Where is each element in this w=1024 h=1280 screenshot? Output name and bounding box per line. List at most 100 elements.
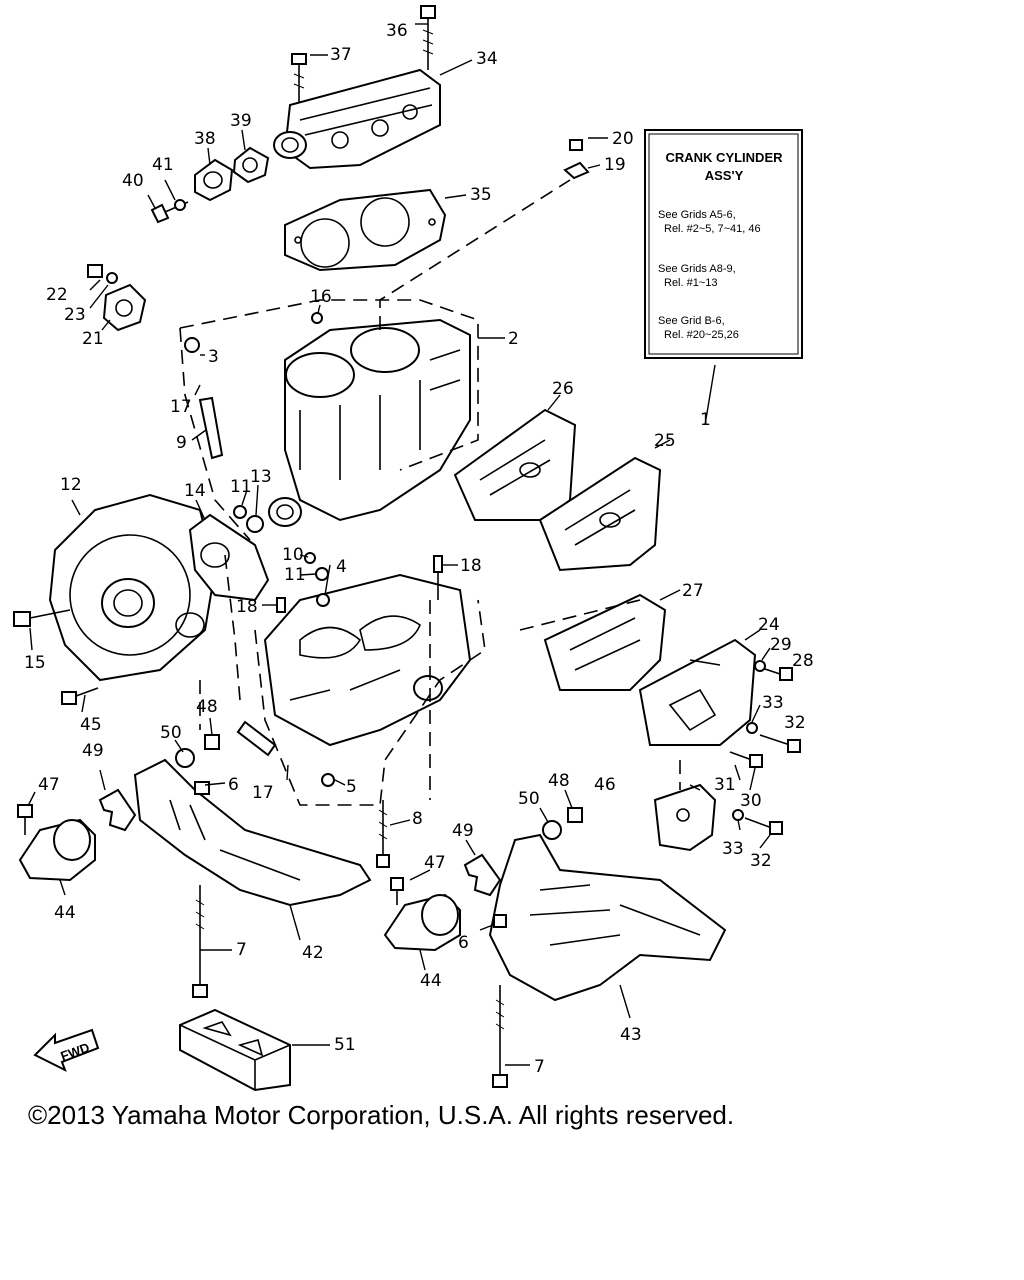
callout-16: 16 [310, 287, 332, 307]
bolt-48b [567, 807, 583, 823]
bolt-28 [754, 660, 793, 681]
legend-ref1-line1: See Grids A5-6, [658, 209, 736, 221]
cover-21 [102, 283, 147, 332]
gasket-13 [246, 515, 264, 533]
bolt-47a [17, 804, 33, 835]
callout-46: 46 [594, 775, 616, 795]
callout-50b: 50 [518, 789, 540, 809]
callout-31: 31 [714, 775, 736, 795]
bracket-19 [563, 161, 590, 180]
washer-41 [174, 199, 186, 211]
stud-8 [376, 800, 390, 868]
callout-21: 21 [82, 329, 104, 349]
engine-mount-bracket-42 [133, 758, 372, 907]
callout-2: 2 [508, 329, 519, 349]
bolt-32a [746, 722, 801, 753]
bolt-37 [291, 53, 307, 102]
washer-50a [175, 748, 195, 768]
callout-14: 14 [184, 481, 206, 501]
callout-18a: 18 [460, 556, 482, 576]
callout-17b: 17 [252, 783, 274, 803]
callout-24: 24 [758, 615, 780, 635]
bracket-46 [653, 783, 717, 852]
callout-48a: 48 [196, 697, 218, 717]
callout-18b: 18 [236, 597, 258, 617]
callout-15: 15 [24, 653, 46, 673]
exhaust-manifold-24 [638, 638, 757, 746]
bolt-32b [732, 809, 783, 835]
bolt-36 [420, 5, 436, 70]
bolt-10 [304, 552, 316, 564]
callout-6b: 6 [458, 933, 469, 953]
bolt-11a [233, 505, 247, 519]
callout-23: 23 [64, 305, 86, 325]
spacer-block-51 [179, 1008, 291, 1092]
bolt-3 [184, 337, 200, 353]
cylinder-head-cover [273, 68, 441, 170]
collar-6b [493, 914, 507, 928]
leader-lines [27, 23, 771, 1066]
callout-32b: 32 [750, 851, 772, 871]
callout-17a: 17 [170, 397, 192, 417]
bolt-7a [192, 885, 208, 998]
hose-9 [198, 396, 224, 460]
callout-19: 19 [604, 155, 626, 175]
callout-33b: 33 [722, 839, 744, 859]
bolt-45 [61, 687, 99, 705]
callout-45: 45 [80, 715, 102, 735]
callout-1: 1 [700, 410, 711, 430]
callout-36: 36 [386, 21, 408, 41]
callout-4: 4 [336, 557, 347, 577]
callout-5: 5 [346, 777, 357, 797]
thermostat-cover-38 [194, 158, 234, 202]
leader-19-dashed [379, 179, 571, 330]
dowel-18b [276, 597, 286, 613]
engine-mount-44b [383, 893, 461, 952]
engine-mount-bracket-43 [488, 833, 727, 1002]
exhaust-cover-26 [453, 408, 577, 521]
callout-10: 10 [282, 545, 304, 565]
callout-9: 9 [176, 433, 187, 453]
exhaust-cover-25 [538, 456, 662, 572]
bolt-7b [492, 985, 508, 1088]
callout-37: 37 [330, 45, 352, 65]
callout-33a: 33 [762, 693, 784, 713]
legend-panel: CRANK CYLINDER ASS'Y See Grids A5-6, Rel… [644, 129, 803, 359]
crankcase-group-outline [254, 599, 486, 806]
callout-40: 40 [122, 171, 144, 191]
callout-11a: 11 [230, 477, 252, 497]
callout-7b: 7 [534, 1057, 545, 1077]
callout-27: 27 [682, 581, 704, 601]
callout-50a: 50 [160, 723, 182, 743]
bolt-20 [569, 139, 583, 151]
callout-42: 42 [302, 943, 324, 963]
callout-48b: 48 [548, 771, 570, 791]
bolt-4 [316, 593, 330, 607]
leader-14-dashed [224, 554, 241, 701]
callout-32a: 32 [784, 713, 806, 733]
dowel-18a [433, 555, 443, 573]
callout-39: 39 [230, 111, 252, 131]
callout-8: 8 [412, 809, 423, 829]
callout-29: 29 [770, 635, 792, 655]
bolt-15 [13, 609, 71, 627]
legend-ref1-line2: Rel. #2~5, 7~41, 46 [664, 223, 761, 235]
exhaust-gasket-27 [543, 593, 667, 691]
legend-ref2-line1: See Grids A8-9, [658, 263, 736, 275]
legend-ref2-line2: Rel. #1~13 [664, 277, 718, 289]
legend-ref3-line1: See Grid B-6, [658, 315, 725, 327]
shim-49b [463, 853, 502, 897]
callout-6a: 6 [228, 775, 239, 795]
legend-ref3-line2: Rel. #20~25,26 [664, 329, 739, 341]
callout-35: 35 [470, 185, 492, 205]
callout-34: 34 [476, 49, 498, 69]
bolt-47b [390, 877, 404, 905]
callout-38: 38 [194, 129, 216, 149]
fwd-arrow-icon: FWD [33, 1028, 100, 1073]
callout-13: 13 [250, 467, 272, 487]
callout-44a: 44 [54, 903, 76, 923]
gasket-39 [232, 146, 270, 184]
engine-mount-44a [18, 818, 96, 882]
callout-43: 43 [620, 1025, 642, 1045]
